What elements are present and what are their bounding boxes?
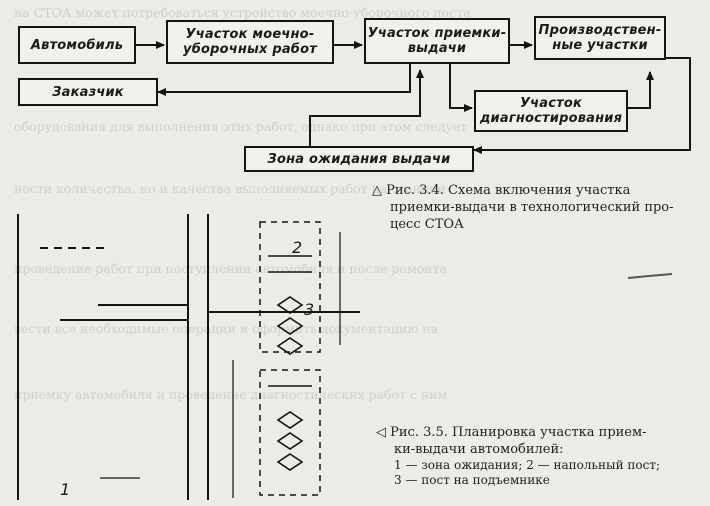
label-floor-post: 2 [292,238,303,257]
customer-box: Заказчик [18,78,158,106]
wash-area-box: Участок моечно-уборочных работ [166,20,334,64]
caption-line: Рис. 3.4. Схема включения участка [386,183,631,198]
show-through-text: приемку автомобиля и проведение диагност… [14,387,448,402]
legend-line: 1 — зона ожидания; 2 — напольный пост; [394,458,661,472]
car-box: Автомобиль [18,26,136,64]
caption-line: ки-выдачи автомобилей: [394,442,564,457]
production-areas-box: Производствен-ные участки [534,16,666,60]
caption-marker-triangle: △ [372,183,382,198]
show-through-text: на СТОА может потребоваться устройство м… [14,5,471,20]
show-through-text: вести все необходимые операции и оформит… [14,321,438,336]
figure-3-5-caption: ◁ Рис. 3.5. Планировка участка прием- ки… [376,424,706,488]
caption-marker-triangle: ◁ [376,425,386,440]
caption-line: цесс СТОА [390,217,464,232]
label-waiting-zone: 1 [60,480,71,499]
show-through-text: ности количества, но и качества выполняе… [14,181,446,196]
diagnostics-area-box: Участок диагностирования [474,90,628,132]
show-through-text: проведение работ при поступлении автомоб… [14,261,447,276]
caption-line: Рис. 3.5. Планировка участка прием- [390,425,647,440]
caption-line: приемки-выдачи в технологический про- [390,200,674,215]
label-lift-post: 3 [304,300,315,319]
legend-line: 3 — пост на подъемнике [394,473,550,487]
reception-area-box: Участок приемки-выдачи [364,18,510,64]
waiting-zone-box: Зона ожидания выдачи [244,146,474,172]
show-through-text: оборудования для выполнения этих работ, … [14,119,468,134]
figure-3-4-caption: △ Рис. 3.4. Схема включения участка прие… [372,182,702,233]
